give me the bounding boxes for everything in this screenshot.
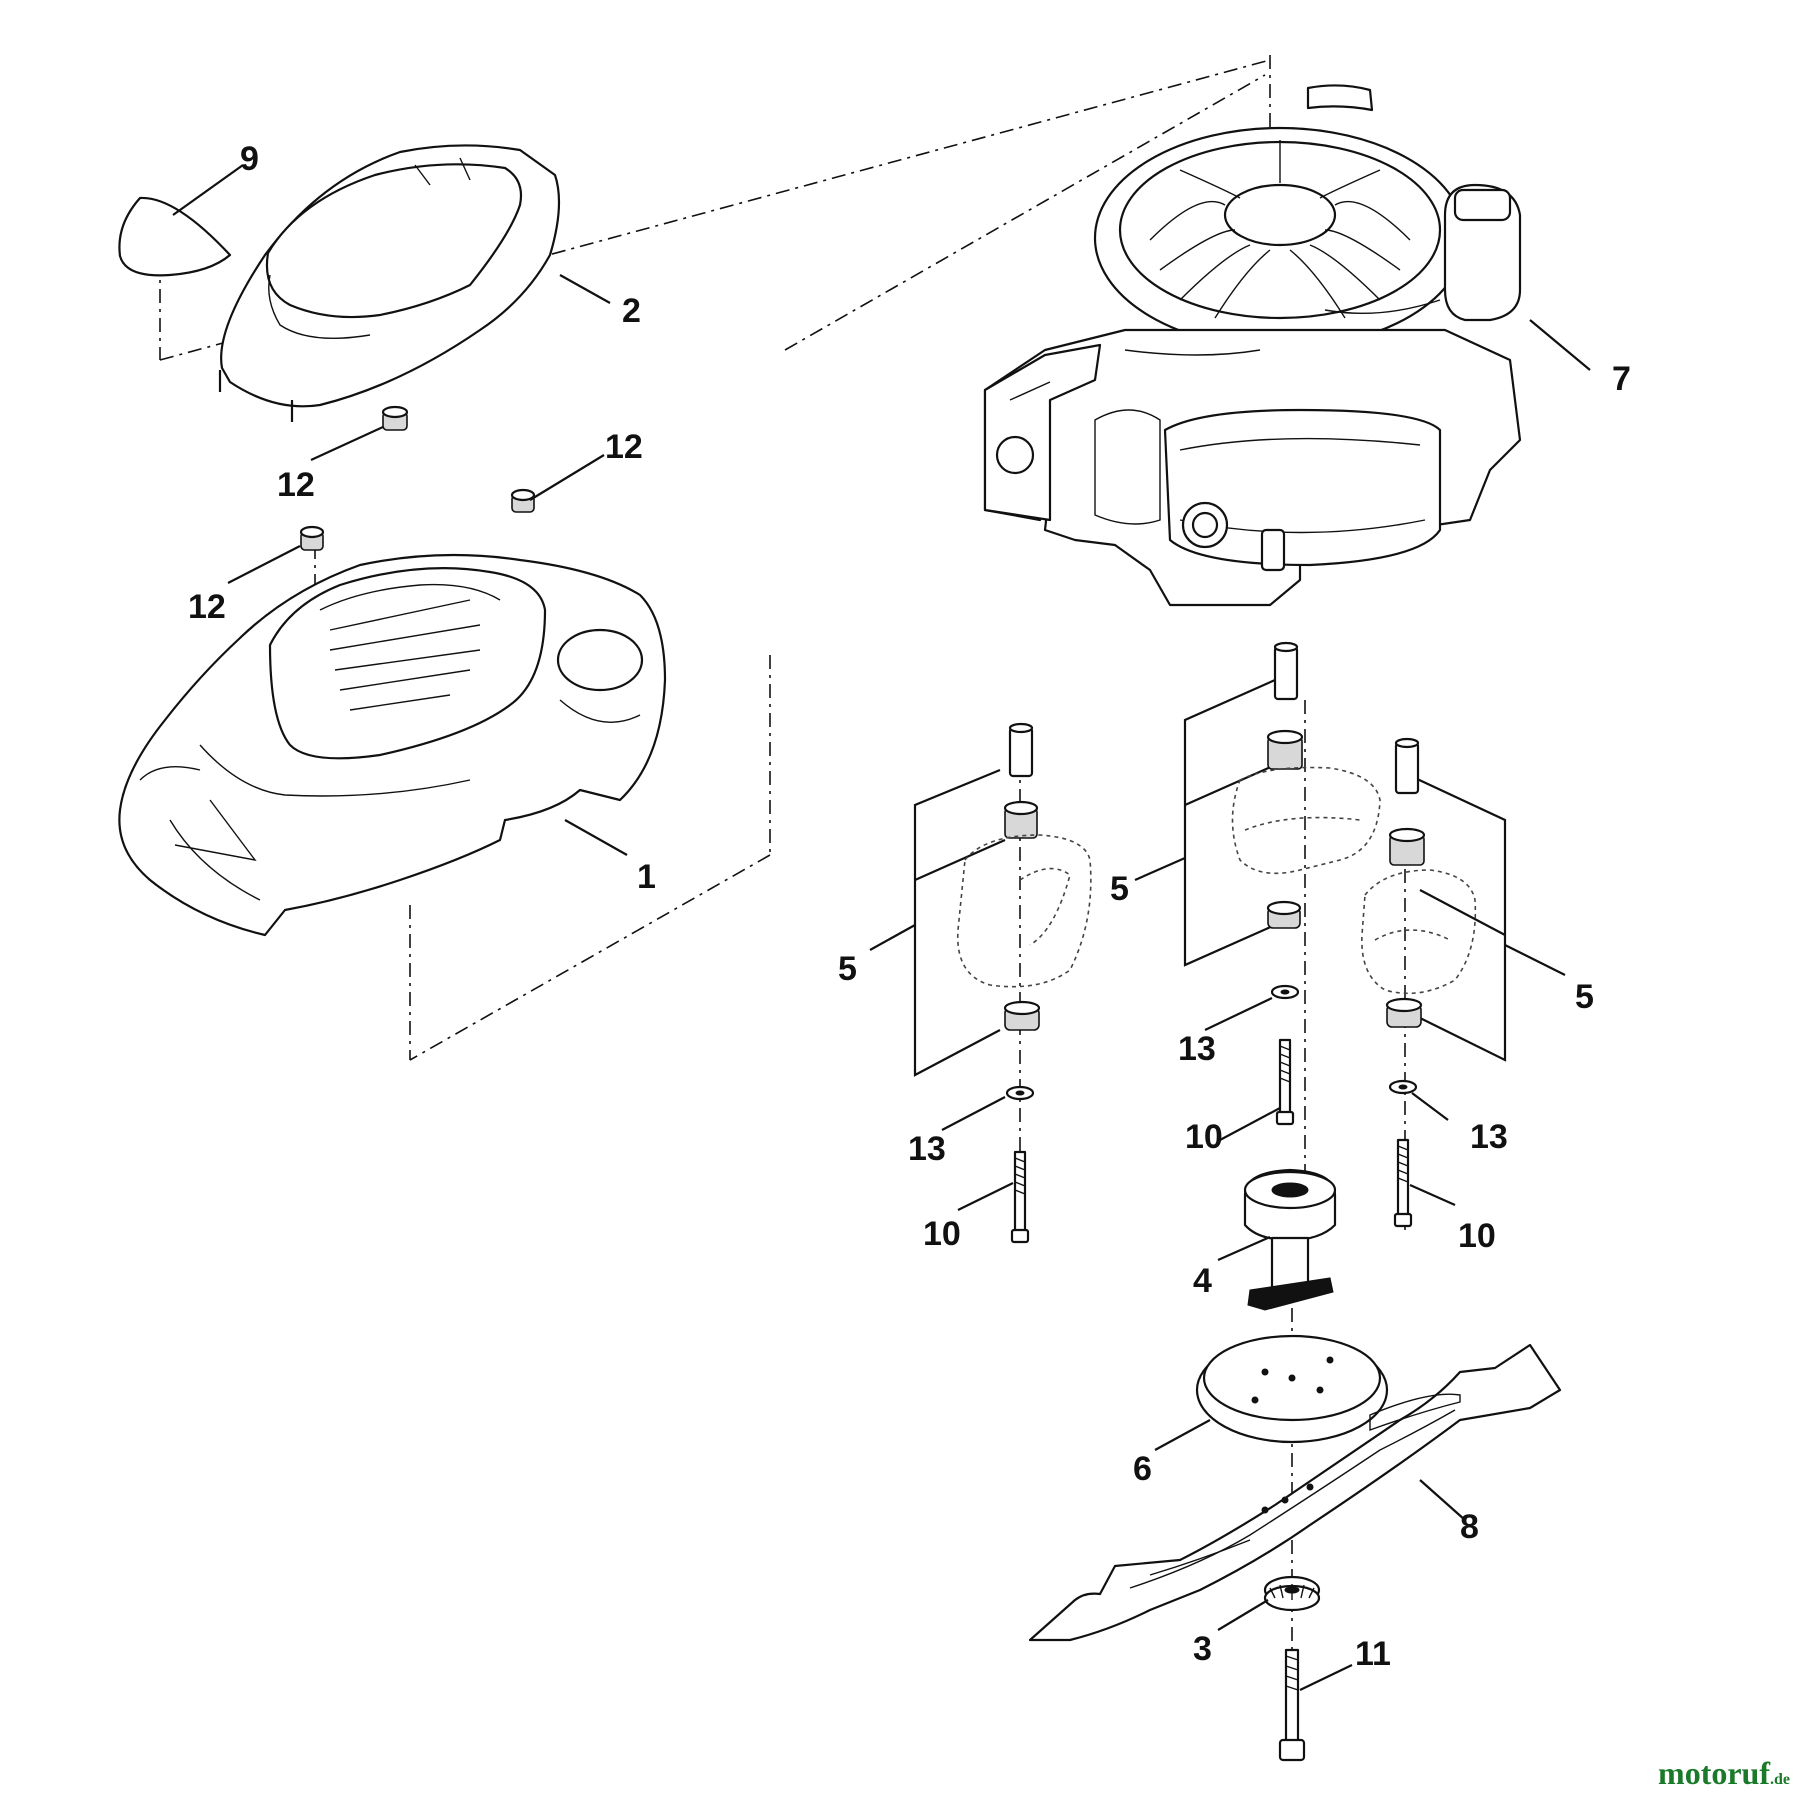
left-spacer-group <box>913 722 1092 1244</box>
part-1-main-hood <box>118 553 667 937</box>
part-8-mower-blade <box>1028 1343 1562 1642</box>
callout-10: 10 <box>1458 1217 1496 1255</box>
callout-13: 13 <box>1470 1118 1508 1156</box>
fan-grille <box>1149 140 1411 319</box>
leader-lines <box>172 164 1591 1691</box>
callout-13: 13 <box>908 1130 946 1168</box>
callout-10: 10 <box>1185 1118 1223 1156</box>
callout-2: 2 <box>622 292 641 330</box>
right-spacer-group <box>1361 737 1507 1228</box>
part-11-blade-bolt <box>1278 1648 1306 1762</box>
callout-10: 10 <box>923 1215 961 1253</box>
brand-tld: .de <box>1770 1771 1790 1788</box>
part-3-serrated-washer <box>1263 1575 1321 1612</box>
callout-12: 12 <box>188 588 226 626</box>
right-damper-bottom <box>1385 997 1423 1028</box>
part-6-blade-disc <box>1195 1334 1389 1444</box>
callout-5: 5 <box>838 950 857 988</box>
brand-name: motoruf <box>1658 1755 1770 1791</box>
right-screw <box>1393 1138 1413 1228</box>
callout-9: 9 <box>240 140 259 178</box>
callout-4: 4 <box>1193 1262 1212 1300</box>
left-screw <box>1010 1150 1030 1244</box>
callout-labels: 9 2 12 12 12 1 7 5 5 5 13 13 13 10 10 10… <box>188 140 1631 1673</box>
callout-12: 12 <box>605 428 643 466</box>
nut-12c <box>299 525 325 551</box>
center-spacer-group <box>1183 641 1381 1126</box>
left-damper-top <box>1003 800 1039 839</box>
callout-6: 6 <box>1133 1450 1152 1488</box>
center-bolt <box>1273 641 1299 701</box>
right-washer <box>1388 1079 1418 1095</box>
left-damper-bottom <box>1003 1000 1041 1031</box>
part-9-visor <box>118 196 232 277</box>
nut-12b <box>510 488 536 513</box>
callout-13: 13 <box>1178 1030 1216 1068</box>
nut-12a <box>381 405 409 431</box>
callout-12: 12 <box>277 466 315 504</box>
right-bolt <box>1394 737 1420 795</box>
callout-5: 5 <box>1575 978 1594 1016</box>
center-damper-top <box>1266 729 1304 770</box>
part-2-upper-cover <box>218 144 561 422</box>
right-damper-top <box>1388 827 1426 866</box>
callout-1: 1 <box>637 858 656 896</box>
center-damper-bottom <box>1266 900 1302 929</box>
callout-5: 5 <box>1110 870 1129 908</box>
part-12-nuts <box>299 405 536 551</box>
callout-11: 11 <box>1355 1635 1391 1673</box>
part-4-blade-adapter <box>1243 1168 1337 1311</box>
callout-7: 7 <box>1612 360 1631 398</box>
part-7-engine <box>983 84 1522 607</box>
brand-watermark: motoruf.de <box>1658 1755 1790 1792</box>
callout-3: 3 <box>1193 1630 1212 1668</box>
center-screw <box>1275 1038 1295 1126</box>
left-bolt <box>1008 722 1034 778</box>
callout-8: 8 <box>1460 1508 1479 1546</box>
left-washer <box>1005 1085 1035 1101</box>
center-washer <box>1270 984 1300 1000</box>
